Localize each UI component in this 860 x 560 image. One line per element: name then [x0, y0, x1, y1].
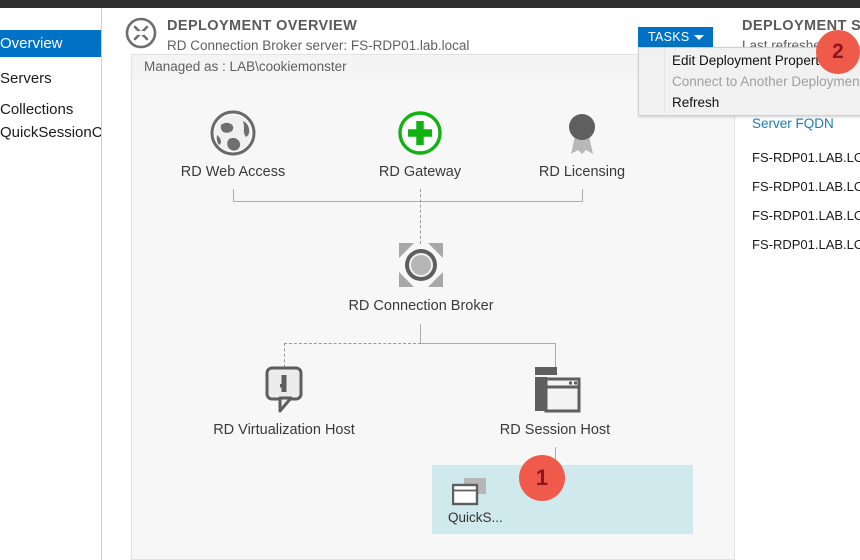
sidebar-item-overview[interactable]: Overview [0, 30, 101, 57]
tasks-button-label: TASKS [648, 30, 690, 44]
column-header-server-fqdn[interactable]: Server FQDN [752, 116, 834, 131]
broker-arrows-icon [395, 239, 447, 291]
server-window-icon [527, 365, 583, 415]
connector-broker-left-dashed [284, 343, 421, 344]
menu-icon-gutter [639, 48, 665, 113]
connector-session-host-down [555, 343, 556, 373]
menu-item-refresh[interactable]: Refresh [672, 95, 720, 110]
tasks-button[interactable]: TASKS [638, 27, 713, 47]
info-bubble-icon [258, 365, 310, 415]
node-rd-virtualization-host[interactable]: RD Virtualization Host [204, 365, 364, 438]
two-windows-icon [451, 477, 488, 512]
sidebar-nav: Overview Servers Collections QuickSessio… [0, 8, 102, 560]
connector-licensing-stub [582, 189, 583, 202]
deployment-overview-pane: DEPLOYMENT OVERVIEW RD Connection Broker… [125, 8, 742, 560]
deployment-overview-icon [125, 17, 157, 49]
managed-as-bar: Managed as : LAB\cookiemonster [131, 54, 735, 79]
annotation-badge-2: 2 [816, 30, 860, 74]
connector-gateway-dashed [420, 189, 421, 244]
chevron-down-icon [694, 35, 704, 40]
node-rd-licensing[interactable]: RD Licensing [527, 109, 637, 180]
page-title: DEPLOYMENT OVERVIEW [167, 18, 358, 34]
connector-broker-right [420, 343, 555, 344]
node-rd-web-access[interactable]: RD Web Access [178, 109, 288, 180]
node-label: RD Connection Broker [348, 298, 494, 314]
table-row[interactable]: FS-RDP01.LAB.LOCAL [752, 208, 860, 223]
award-ribbon-icon [558, 109, 606, 157]
collection-label: QuickS... [448, 510, 503, 525]
node-rd-session-host[interactable]: RD Session Host [485, 365, 625, 438]
connector-top-bracket [233, 201, 582, 202]
menu-item-connect-to-another-deployment: Connect to Another Deployment [672, 74, 860, 89]
node-rd-connection-broker[interactable]: RD Connection Broker [346, 239, 496, 314]
globe-icon [209, 109, 257, 157]
node-label: RD Gateway [378, 164, 462, 180]
connector-virt-host-down-dashed [284, 343, 285, 373]
deployment-diagram-canvas: QuickS... RD Web Access [131, 79, 735, 560]
sidebar-item-quicksessioncollection[interactable]: QuickSessionCo... [0, 124, 102, 141]
title-bar [0, 0, 860, 8]
node-label: RD Web Access [180, 164, 286, 180]
node-label: RD Session Host [499, 422, 611, 438]
annotation-badge-1: 1 [519, 455, 565, 501]
sidebar-item-collections[interactable]: Collections [0, 101, 74, 118]
green-plus-icon [396, 109, 444, 157]
connector-web-stub [233, 189, 234, 202]
page-subtitle: RD Connection Broker server: FS-RDP01.la… [167, 38, 470, 53]
table-row[interactable]: FS-RDP01.LAB.LOCAL [752, 150, 860, 165]
table-row[interactable]: FS-RDP01.LAB.LOCAL [752, 237, 860, 252]
node-label: RD Licensing [538, 164, 626, 180]
sidebar-item-servers[interactable]: Servers [0, 70, 52, 87]
managed-as-text: Managed as : LAB\cookiemonster [144, 59, 347, 74]
menu-item-edit-deployment-properties[interactable]: Edit Deployment Properties [672, 53, 837, 68]
node-label: RD Virtualization Host [213, 422, 355, 438]
node-rd-gateway[interactable]: RD Gateway [365, 109, 475, 180]
connector-session-to-collection [555, 447, 556, 466]
table-row[interactable]: FS-RDP01.LAB.LOCAL [752, 179, 860, 194]
pane-header: DEPLOYMENT OVERVIEW RD Connection Broker… [125, 8, 742, 53]
connector-broker-down [420, 324, 421, 344]
